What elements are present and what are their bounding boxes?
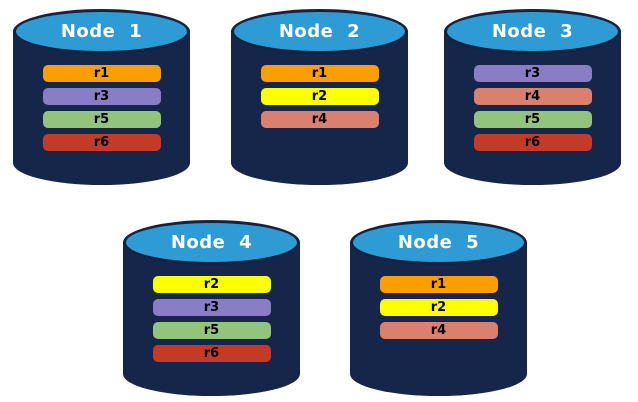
replica-bar-r5: r5 bbox=[42, 111, 161, 128]
replica-bar-r3: r3 bbox=[152, 299, 271, 316]
node-4-label: Node 4 bbox=[170, 232, 253, 253]
node-4-cylinder-top-ellipse: Node 4 bbox=[123, 220, 300, 265]
replica-bar-r5: r5 bbox=[152, 322, 271, 339]
node-5-cylinder-body bbox=[350, 242, 527, 396]
replica-bar-r6: r6 bbox=[473, 134, 592, 151]
replica-bar-r2: r2 bbox=[379, 299, 498, 316]
node-1-cylinder-body bbox=[13, 31, 190, 185]
node-4-cylinder: Node 4 r2 r3 r5 r6 bbox=[123, 220, 300, 396]
node-4-replica-list: r2 r3 r5 r6 bbox=[152, 276, 271, 368]
node-3-cylinder-body bbox=[444, 31, 621, 185]
replica-bar-r1: r1 bbox=[42, 65, 161, 82]
node-2-cylinder: Node 2 r1 r2 r4 bbox=[231, 9, 408, 185]
node-3-cylinder-top-ellipse: Node 3 bbox=[444, 9, 621, 54]
node-1-cylinder: Node 1 r1 r3 r5 r6 bbox=[13, 9, 190, 185]
node-3-label: Node 3 bbox=[491, 21, 574, 42]
node-1-label: Node 1 bbox=[60, 21, 143, 42]
replica-bar-r3: r3 bbox=[473, 65, 592, 82]
node-2-cylinder-top-ellipse: Node 2 bbox=[231, 9, 408, 54]
node-5-cylinder-top-ellipse: Node 5 bbox=[350, 220, 527, 265]
replica-bar-r6: r6 bbox=[42, 134, 161, 151]
node-2-cylinder-body bbox=[231, 31, 408, 185]
replica-bar-r1: r1 bbox=[260, 65, 379, 82]
node-3-cylinder: Node 3 r3 r4 r5 r6 bbox=[444, 9, 621, 185]
node-3-replica-list: r3 r4 r5 r6 bbox=[473, 65, 592, 157]
replica-bar-r4: r4 bbox=[473, 88, 592, 105]
replica-bar-r2: r2 bbox=[152, 276, 271, 293]
node-1-cylinder-top-ellipse: Node 1 bbox=[13, 9, 190, 54]
node-2-label: Node 2 bbox=[278, 21, 361, 42]
replica-bar-r3: r3 bbox=[42, 88, 161, 105]
node-5-cylinder: Node 5 r1 r2 r4 bbox=[350, 220, 527, 396]
node-5-replica-list: r1 r2 r4 bbox=[379, 276, 498, 345]
replica-bar-r4: r4 bbox=[260, 111, 379, 128]
replica-bar-r1: r1 bbox=[379, 276, 498, 293]
replica-bar-r5: r5 bbox=[473, 111, 592, 128]
replica-bar-r6: r6 bbox=[152, 345, 271, 362]
replica-bar-r4: r4 bbox=[379, 322, 498, 339]
node-4-cylinder-body bbox=[123, 242, 300, 396]
node-5-label: Node 5 bbox=[397, 232, 480, 253]
node-2-replica-list: r1 r2 r4 bbox=[260, 65, 379, 134]
replica-bar-r2: r2 bbox=[260, 88, 379, 105]
node-1-replica-list: r1 r3 r5 r6 bbox=[42, 65, 161, 157]
